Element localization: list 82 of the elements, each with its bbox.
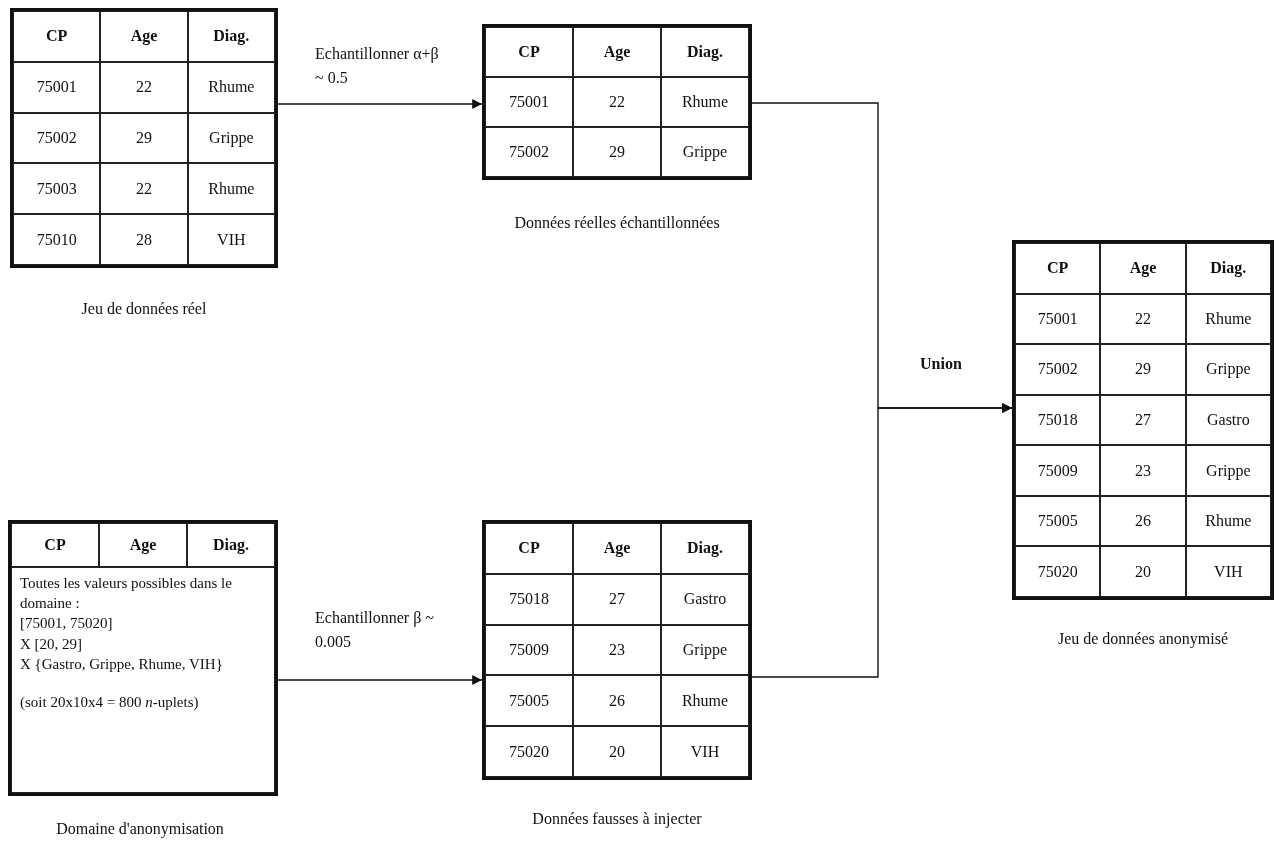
table-cell: 23 <box>573 624 661 676</box>
data-table <box>10 8 278 268</box>
table-cell: 75009 <box>485 624 573 676</box>
arrow <box>277 99 483 109</box>
note-label: Union <box>920 355 962 373</box>
table-cell: 20 <box>573 726 661 777</box>
table-cell: Rhume <box>661 675 749 727</box>
arrow <box>277 675 483 685</box>
data-table <box>482 24 752 180</box>
table-cell: 27 <box>1100 394 1186 446</box>
table-cell: 26 <box>1100 495 1186 547</box>
table-cell: Gastro <box>1185 394 1271 446</box>
column-header: Age <box>100 11 188 62</box>
table-cell: 75010 <box>13 214 101 265</box>
domain-text: [75001, 75020] <box>20 614 114 633</box>
table-cell: 75018 <box>485 573 573 625</box>
domain-text: Toutes les valeurs possibles dans le domaine : <box>20 574 233 613</box>
table-cell: 20 <box>1100 546 1186 598</box>
table-cell: 75009 <box>1015 445 1101 496</box>
table-cell: 29 <box>573 127 661 177</box>
column-header: Diag. <box>1185 243 1271 294</box>
domain-text: X [20, 29] <box>20 634 84 654</box>
table-cell: Rhume <box>187 61 275 113</box>
table-cell: 23 <box>1100 445 1186 496</box>
table-cell: 75005 <box>1015 495 1101 547</box>
table-cell: 75020 <box>1015 546 1101 598</box>
data-table <box>482 520 752 780</box>
data-table <box>1012 240 1274 600</box>
table-cell: 75018 <box>1015 394 1101 446</box>
arrow <box>751 403 1013 678</box>
table-cell: 22 <box>573 77 661 127</box>
table-cell: VIH <box>661 726 749 777</box>
table-cell: VIH <box>187 214 275 265</box>
column-header: Age <box>1100 243 1186 294</box>
column-header: CP <box>485 523 573 574</box>
column-header: CP <box>1015 243 1101 294</box>
table-cell: 29 <box>1100 344 1186 395</box>
table-cell: 75002 <box>485 127 573 177</box>
table-cell: 22 <box>1100 293 1186 345</box>
table-cell: VIH <box>1185 546 1271 598</box>
column-header: CP <box>13 11 101 62</box>
table-cell: 75003 <box>13 163 101 215</box>
table-cell: 75001 <box>485 77 573 127</box>
column-header: Age <box>99 523 187 567</box>
column-header: CP <box>485 27 573 77</box>
column-header: Age <box>573 523 661 574</box>
table-cell: Grippe <box>661 127 749 177</box>
column-header: Diag. <box>187 11 275 62</box>
table-cell: 29 <box>100 112 188 164</box>
table-cell: Rhume <box>661 77 749 127</box>
table-cell: Gastro <box>661 573 749 625</box>
table-caption: Données réelles échantillonnées <box>514 214 720 232</box>
data-table <box>8 520 278 796</box>
table-cell: 28 <box>100 214 188 265</box>
column-header: CP <box>11 523 99 567</box>
table-cell: Grippe <box>187 112 275 164</box>
table-cell: 75020 <box>485 726 573 777</box>
table-cell: 75001 <box>13 61 101 113</box>
table-caption: Domaine d'anonymisation <box>56 820 224 838</box>
table-cell: 75005 <box>485 675 573 727</box>
table-cell: 22 <box>100 61 188 113</box>
table-cell: 75001 <box>1015 293 1101 345</box>
table-cell: 22 <box>100 163 188 215</box>
domain-text: X {Gastro, Grippe, Rhume, VIH} <box>20 655 224 674</box>
table-cell: Grippe <box>1185 344 1271 395</box>
domain-text: (soit 20x10x4 = 800 n-uplets) <box>20 692 200 712</box>
table-caption: Jeu de données anonymisé <box>1057 630 1229 648</box>
table-cell: 75002 <box>1015 344 1101 395</box>
column-header: Diag. <box>661 523 749 574</box>
table-cell: Grippe <box>1185 445 1271 496</box>
column-header: Diag. <box>661 27 749 77</box>
column-header: Age <box>573 27 661 77</box>
table-cell: 26 <box>573 675 661 727</box>
table-caption: Jeu de données réel <box>81 300 207 318</box>
table-cell: Rhume <box>1185 293 1271 345</box>
table-caption: Données fausses à injecter <box>532 810 702 828</box>
table-cell: Rhume <box>187 163 275 215</box>
table-cell: 75002 <box>13 112 101 164</box>
table-cell: Rhume <box>1185 495 1271 547</box>
column-header: Diag. <box>187 523 275 567</box>
table-cell: 27 <box>573 573 661 625</box>
table-cell: Grippe <box>661 624 749 676</box>
